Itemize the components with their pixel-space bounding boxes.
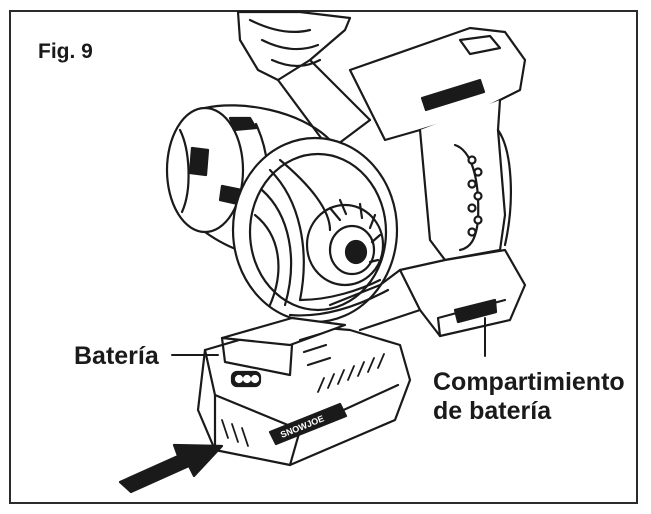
figure-label: Fig. 9 — [38, 40, 93, 63]
figure-frame — [9, 10, 638, 504]
fan-housing — [231, 136, 399, 324]
battery-pack: SNOWJOE — [196, 316, 412, 467]
battery-compartment — [328, 248, 527, 338]
blower-tube — [236, 10, 372, 152]
insert-arrow — [118, 443, 224, 494]
compartment-callout-line-1: Compartimiento — [433, 368, 625, 396]
compartment-callout-line-2: de batería — [433, 397, 552, 425]
handle-grip — [348, 26, 527, 262]
battery-callout: Batería — [74, 342, 159, 370]
